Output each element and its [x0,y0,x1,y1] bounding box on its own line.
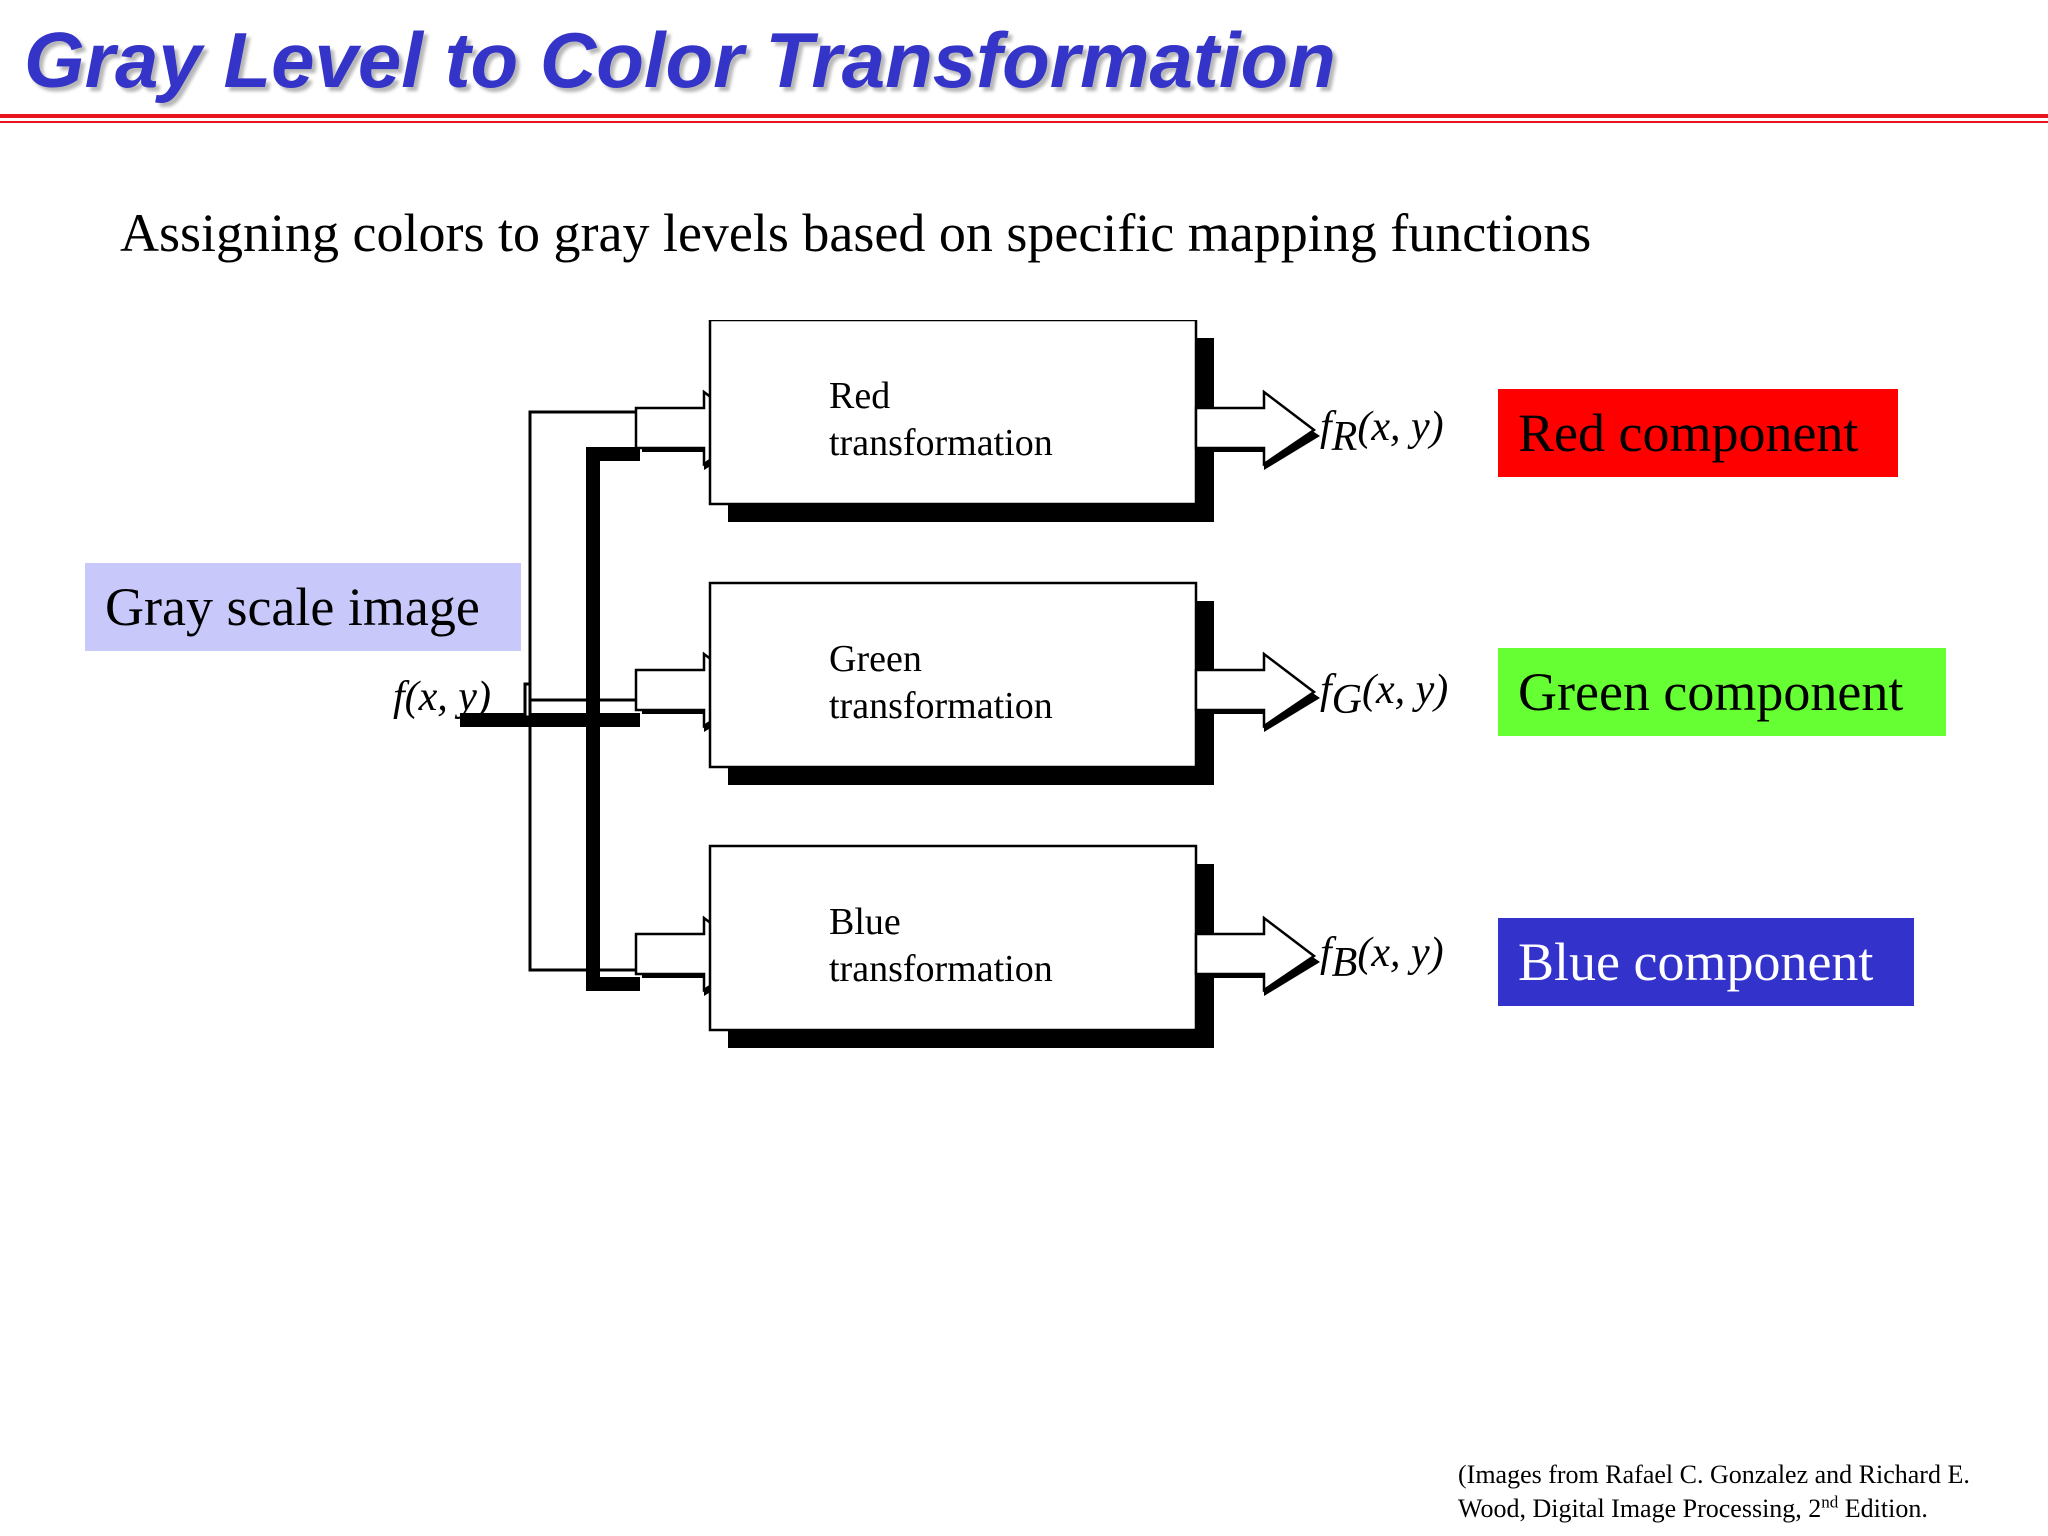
slide-title: Gray Level to Color Transformation [24,16,1336,104]
blue-component-label: Blue component [1498,918,1914,1006]
output-args-green: (x, y) [1362,667,1448,713]
splitter-shadow [460,447,640,991]
green-block-line2: transformation [829,685,1053,727]
input-signal-label: f(x, y) [393,674,491,720]
output-signal-red: fR(x, y) [1320,404,1444,460]
output-args-red: (x, y) [1357,404,1443,450]
citation-line2-suffix: Edition. [1838,1494,1928,1523]
blue-block-line2: transformation [829,948,1053,990]
citation-line2: Wood, Digital Image Processing, 2nd Edit… [1458,1492,1970,1526]
title-rule-thin [0,121,2048,123]
input-signal-text: f(x, y) [393,674,491,720]
input-arrow-body [523,682,532,719]
red-transformation-block: Red transformation [708,320,1214,522]
output-signal-green: fG(x, y) [1320,667,1448,723]
green-component-label: Green component [1498,648,1946,736]
output-subscript-red: R [1331,414,1358,460]
output-signal-blue: fB(x, y) [1320,930,1444,986]
arrow-out-red [1194,390,1322,472]
citation-line2-prefix: Wood, Digital Image Processing, 2 [1458,1494,1822,1523]
citation-line1: (Images from Rafael C. Gonzalez and Rich… [1458,1460,1970,1489]
splitter-outline [528,410,642,972]
green-transformation-block: Green transformation [708,581,1214,785]
output-args-blue: (x, y) [1357,930,1443,976]
blue-block-line1: Blue [829,901,901,943]
title-rule [0,114,2048,118]
red-block-line1: Red [829,375,890,417]
output-subscript-blue: B [1332,940,1358,986]
red-block-line2: transformation [829,422,1053,464]
citation-superscript: nd [1821,1492,1839,1512]
transformation-diagram: f(x, y) Red transformation Green transfo… [393,320,1448,1048]
arrow-out-green [1194,652,1322,734]
red-component-label: Red component [1498,389,1898,477]
slide-subtitle: Assigning colors to gray levels based on… [120,203,1592,263]
green-block-line1: Green [829,638,922,680]
gray-scale-image-label: Gray scale image [85,563,521,651]
output-subscript-green: G [1332,677,1362,723]
blue-transformation-block: Blue transformation [708,844,1214,1048]
citation: (Images from Rafael C. Gonzalez and Rich… [1458,1458,1970,1526]
arrow-out-blue [1194,916,1322,998]
